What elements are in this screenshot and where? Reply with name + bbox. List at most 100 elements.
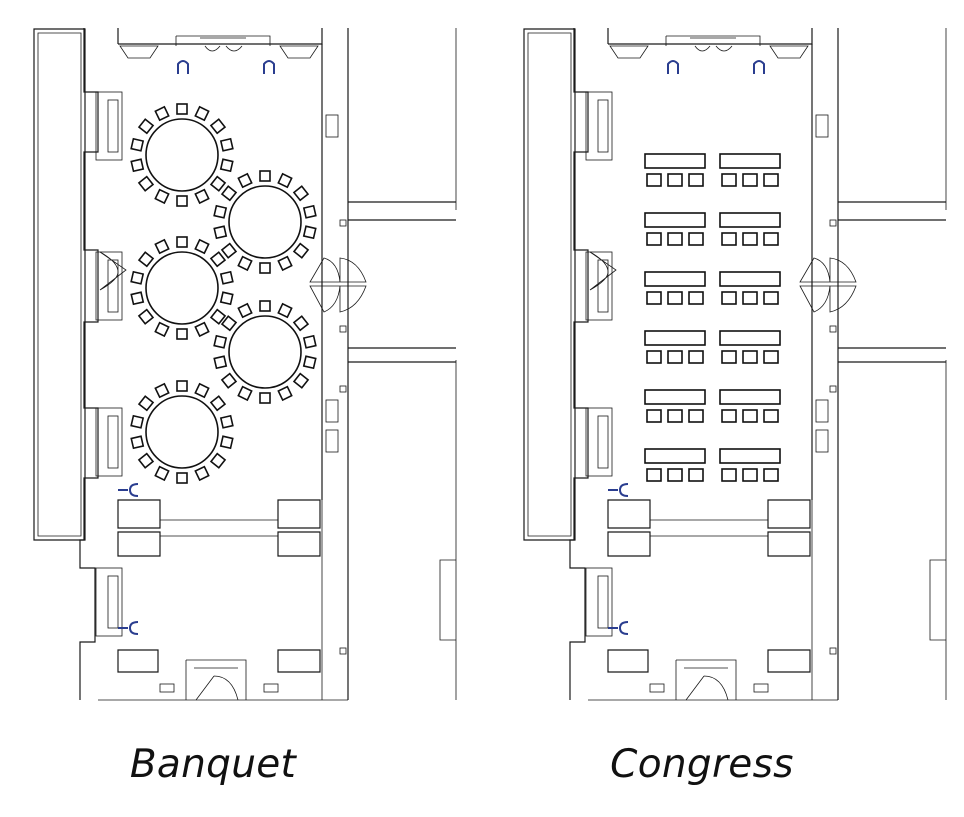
hall-east-wall xyxy=(811,28,839,700)
chair xyxy=(667,409,683,423)
partition-east xyxy=(277,499,321,557)
chair xyxy=(763,173,779,187)
chair xyxy=(176,103,188,115)
chair xyxy=(130,137,145,152)
chair xyxy=(667,232,683,246)
rect-table xyxy=(719,448,781,464)
chair xyxy=(209,118,227,135)
chair xyxy=(194,465,210,482)
south-door xyxy=(185,659,247,701)
chair xyxy=(688,468,704,482)
rect-table xyxy=(719,153,781,169)
chair xyxy=(220,315,238,332)
chair xyxy=(721,232,737,246)
vent-grill xyxy=(829,325,837,333)
chair xyxy=(219,158,234,173)
pilaster-inner xyxy=(597,415,609,469)
chair xyxy=(137,452,155,469)
chair xyxy=(277,302,293,319)
east-window xyxy=(325,399,339,423)
pilaster-inner xyxy=(107,575,119,629)
chair xyxy=(237,302,253,319)
chair xyxy=(688,291,704,305)
north-windows xyxy=(119,45,319,59)
rect-table xyxy=(719,212,781,228)
chair xyxy=(721,468,737,482)
south-vent xyxy=(263,683,279,693)
round-table xyxy=(145,395,219,469)
outlet-icon xyxy=(177,60,189,74)
rect-table xyxy=(719,330,781,346)
chair xyxy=(721,173,737,187)
chair xyxy=(194,382,210,399)
chair xyxy=(176,472,188,484)
chair xyxy=(763,232,779,246)
pilaster xyxy=(585,251,613,321)
chair xyxy=(646,291,662,305)
chair xyxy=(237,385,253,402)
pilaster xyxy=(585,567,613,637)
east-building xyxy=(439,28,457,700)
chair xyxy=(688,232,704,246)
pilaster-inner xyxy=(107,259,119,313)
partition-beam xyxy=(160,519,278,537)
chair xyxy=(213,204,228,219)
chair xyxy=(220,185,238,202)
east-corridor xyxy=(838,201,946,363)
south-door xyxy=(675,659,737,701)
chair xyxy=(220,242,238,259)
east-window xyxy=(815,114,829,138)
round-table xyxy=(145,118,219,192)
pilaster-inner xyxy=(107,99,119,153)
chair xyxy=(154,465,170,482)
south-vent xyxy=(159,683,175,693)
chair xyxy=(137,251,155,268)
chair xyxy=(763,291,779,305)
outlet-icon xyxy=(608,621,629,635)
chair xyxy=(667,468,683,482)
chair xyxy=(742,350,758,364)
chair xyxy=(220,372,238,389)
chair xyxy=(277,385,293,402)
hall-south-wall xyxy=(98,500,348,701)
chair xyxy=(721,291,737,305)
chair xyxy=(137,395,155,412)
pilaster-inner xyxy=(597,259,609,313)
chair xyxy=(213,334,228,349)
banquet-floor-plan xyxy=(33,28,457,701)
chair xyxy=(194,188,210,205)
pilaster xyxy=(95,251,123,321)
chair xyxy=(646,409,662,423)
vent-grill xyxy=(339,325,347,333)
congress-caption: Congress xyxy=(610,742,794,787)
chair xyxy=(194,105,210,122)
pilaster xyxy=(95,91,123,161)
chair xyxy=(209,175,227,192)
rect-table xyxy=(719,389,781,405)
chair xyxy=(259,300,271,312)
chair xyxy=(209,308,227,325)
vent-grill xyxy=(339,647,347,655)
east-door-top xyxy=(309,257,367,283)
chair xyxy=(646,232,662,246)
outlet-icon xyxy=(118,483,139,497)
rect-table xyxy=(644,330,706,346)
east-window xyxy=(815,429,829,453)
chair xyxy=(137,308,155,325)
chair xyxy=(219,291,234,306)
vent-grill xyxy=(829,647,837,655)
chair xyxy=(137,175,155,192)
hall-south-wall xyxy=(588,500,838,701)
chair xyxy=(667,350,683,364)
rect-table xyxy=(644,389,706,405)
chair xyxy=(302,355,317,370)
pilaster xyxy=(585,407,613,477)
south-blocks xyxy=(607,649,811,673)
vent-grill xyxy=(339,385,347,393)
south-blocks xyxy=(117,649,321,673)
outer-wall xyxy=(33,28,86,541)
chair xyxy=(742,173,758,187)
rect-table xyxy=(644,153,706,169)
west-door xyxy=(99,251,127,291)
chair xyxy=(259,170,271,182)
